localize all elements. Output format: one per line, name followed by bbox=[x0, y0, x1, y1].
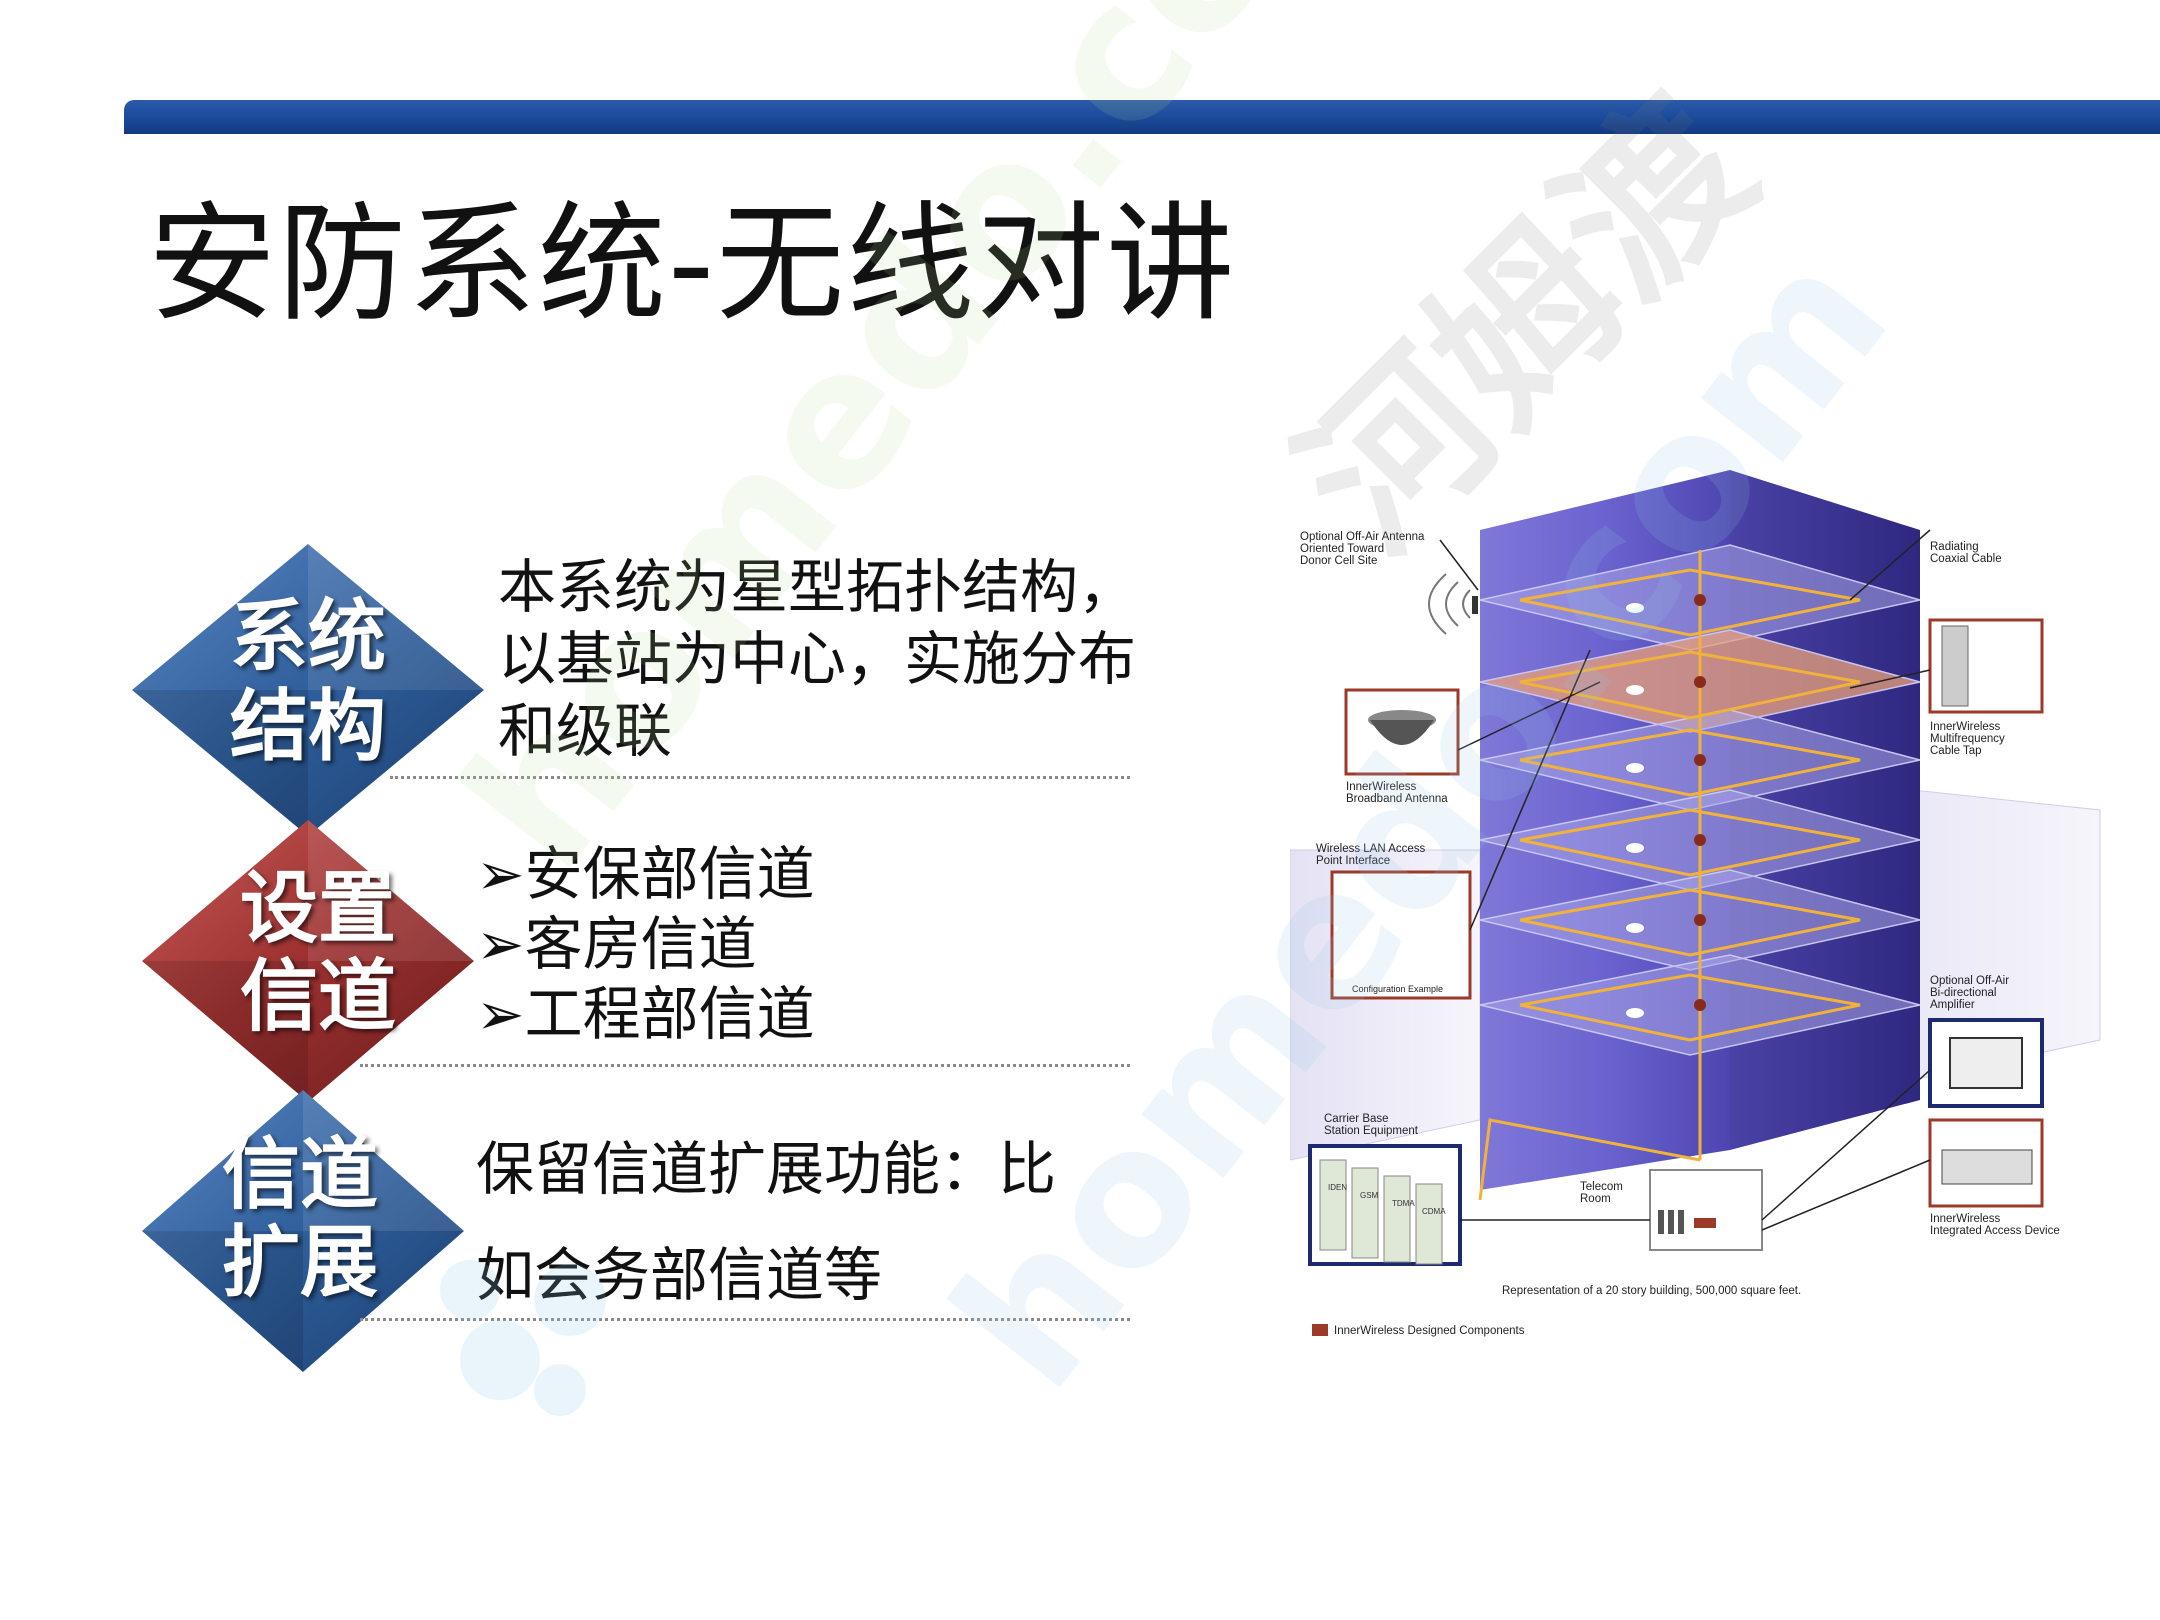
section-1-line-1: 本系统为星型拓扑结构， bbox=[498, 553, 1137, 621]
section-1-line-3: 和级联 bbox=[498, 697, 673, 765]
divider-2 bbox=[360, 1064, 1130, 1067]
rack-label: GSM bbox=[1360, 1191, 1379, 1200]
badge-line-1: 系统 bbox=[229, 592, 386, 682]
badge-line-1: 信道 bbox=[221, 1130, 378, 1220]
header-accent-bar bbox=[124, 100, 2160, 134]
rack-label: TDMA bbox=[1392, 1199, 1415, 1208]
bullet-item: ➢客房信道 bbox=[476, 908, 757, 980]
label-config-example: Configuration Example bbox=[1352, 984, 1443, 994]
wlan-access-box bbox=[1330, 870, 1472, 1000]
section-3-line-1: 保留信道扩展功能：比 bbox=[476, 1135, 1057, 1203]
legend-swatch bbox=[1312, 1324, 1328, 1336]
badge-system-structure: 系统 结构 bbox=[128, 540, 488, 840]
watermark-text: homedo.com bbox=[421, 0, 1440, 908]
diamond-shape bbox=[142, 1090, 464, 1372]
label-legend: InnerWireless Designed Components bbox=[1334, 1325, 1525, 1337]
bullet-label: 工程部信道 bbox=[524, 980, 815, 1048]
section-1-line-2: 以基站为中心，实施分布 bbox=[498, 625, 1137, 693]
diamond-shape bbox=[132, 544, 484, 836]
section-3-line-2: 如会务部信道等 bbox=[476, 1241, 883, 1309]
arrow-bullet-icon: ➢ bbox=[476, 840, 525, 908]
slide-title: 安防系统-无线对讲 bbox=[148, 190, 1237, 339]
divider-1 bbox=[390, 776, 1130, 779]
badge-line-2: 扩展 bbox=[221, 1218, 378, 1308]
badge-line-2: 信道 bbox=[239, 952, 396, 1042]
bullet-item: ➢安保部信道 bbox=[476, 838, 815, 910]
badge-channel-expansion: 信道 扩展 bbox=[138, 1086, 468, 1376]
rack-label: CDMA bbox=[1422, 1207, 1446, 1216]
label-representation: Representation of a 20 story building, 5… bbox=[1502, 1285, 1801, 1297]
diamond-shape bbox=[142, 820, 474, 1102]
divider-3 bbox=[360, 1318, 1130, 1321]
badge-set-channels: 设置 信道 bbox=[138, 816, 478, 1106]
arrow-bullet-icon: ➢ bbox=[476, 980, 525, 1048]
bullet-label: 安保部信道 bbox=[524, 840, 815, 908]
badge-line-2: 结构 bbox=[229, 682, 386, 772]
bullet-item: ➢工程部信道 bbox=[476, 978, 815, 1050]
arrow-bullet-icon: ➢ bbox=[476, 910, 525, 978]
rack-label: IDEN bbox=[1328, 1183, 1347, 1192]
badge-line-1: 设置 bbox=[239, 864, 396, 954]
bullet-label: 客房信道 bbox=[524, 910, 757, 978]
